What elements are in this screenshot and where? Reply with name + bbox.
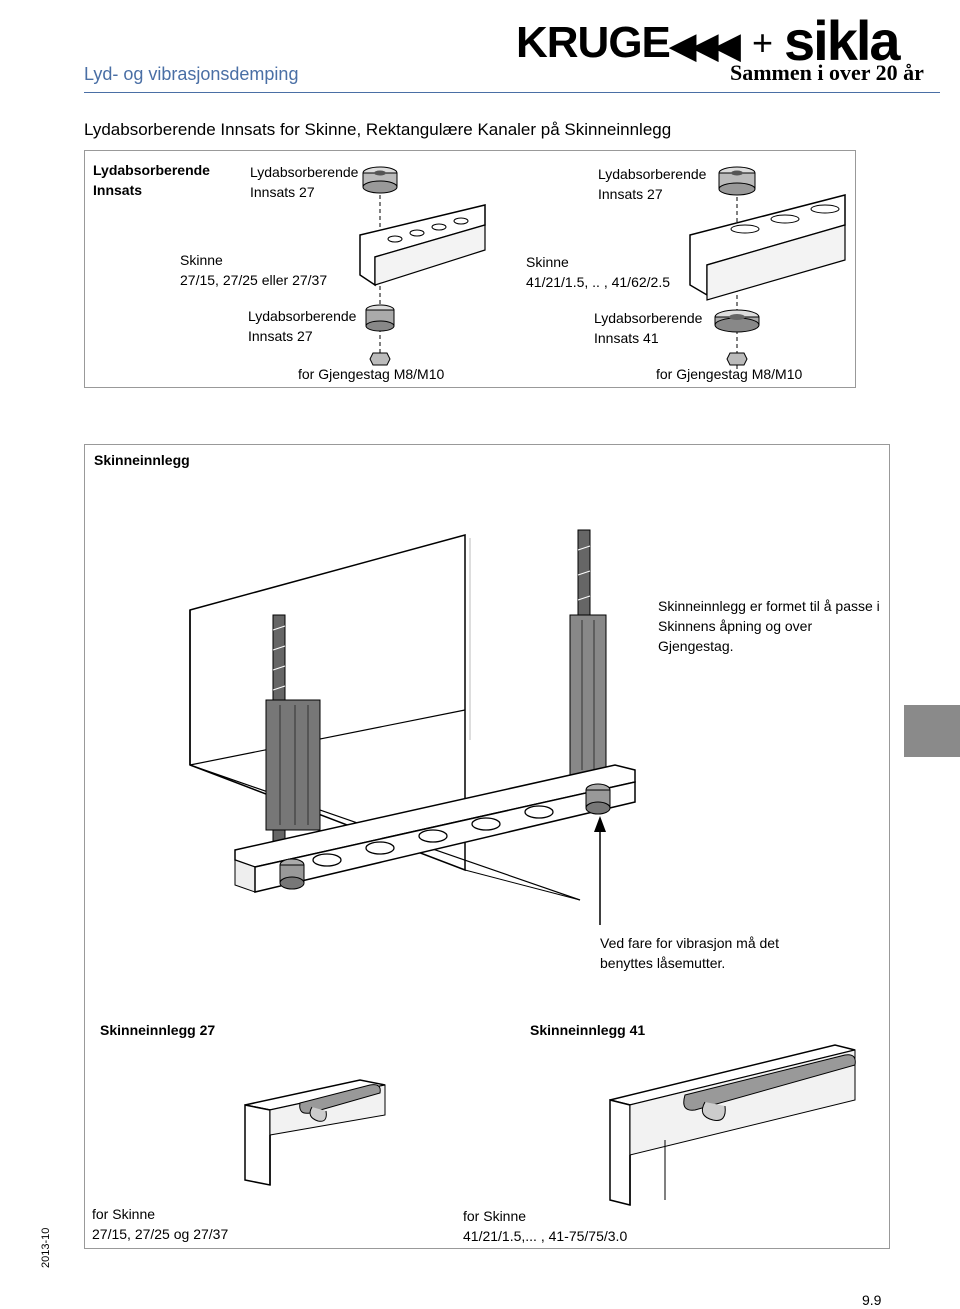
left-rail-label: Skinne 27/15, 27/25 eller 27/37 [180,252,328,288]
installation-drawing [189,529,636,925]
insert-panel-title: Lydabsorberende Innsats [93,162,210,198]
sikla-logo: sikla [784,9,901,72]
left-nut-icon [369,352,391,366]
right-top-insert-icon [718,166,756,196]
header-rule [84,92,940,93]
left-threaded-rod-icon [265,614,321,871]
tagline: Sammen i over 20 år [730,60,924,85]
right-nut-icon [726,352,748,366]
rail-insert-panel-title: Skinneinnlegg [94,452,190,468]
page-heading: Lydabsorberende Innsats for Skinne, Rekt… [84,120,672,139]
right-top-insert-label: Lydabsorberende Innsats 27 [598,166,707,202]
insert-27-drawing [244,1079,386,1186]
insert-27-caption: for Skinne 27/15, 27/25 og 27/37 [92,1206,229,1242]
rail-insert-panel [84,444,890,1249]
page-number: 9.9 [862,1292,882,1308]
left-top-insert-label: Lydabsorberende Innsats 27 [250,164,359,200]
right-rail-drawing [689,166,846,370]
left-rod-label: for Gjengestag M8/M10 [298,366,445,382]
catalog-section-tab[interactable] [904,705,960,757]
right-threaded-rod-icon [569,529,607,786]
insert-41-title: Skinneinnlegg 41 [530,1022,646,1038]
left-lock-nut-icon [279,858,305,890]
logo-plus: + [752,22,774,63]
insert-27-title: Skinneinnlegg 27 [100,1022,216,1038]
lock-nut-warning: Ved fare for vibrasjon må det benyttes l… [600,935,779,971]
right-bottom-insert-icon [714,309,760,333]
right-rail-label: Skinne 41/21/1.5, .. , 41/62/2.5 [526,254,670,290]
insert-41-caption: for Skinne 41/21/1.5,... , 41-75/75/3.0 [463,1208,628,1244]
warning-arrow-icon [594,816,606,925]
left-bottom-insert-icon [365,304,395,332]
date-code: 2013-10 [40,1227,52,1268]
left-rail-drawing [359,166,486,366]
insert-41-drawing [609,1044,856,1206]
left-top-insert-icon [362,166,398,194]
right-lock-nut-icon [585,783,611,815]
left-bottom-insert-label: Lydabsorberende Innsats 27 [248,308,357,344]
strut-rail-icon [234,764,636,893]
rail-insert-description: Skinneinnlegg er formet til å passe i Sk… [658,598,880,654]
right-rod-label: for Gjengestag M8/M10 [656,366,803,382]
kruge-logo: KRUGE◀◀◀ [516,18,740,67]
insert-panel [84,150,856,388]
right-bottom-insert-label: Lydabsorberende Innsats 41 [594,310,703,346]
section-title: Lyd- og vibrasjonsdemping [84,64,299,84]
